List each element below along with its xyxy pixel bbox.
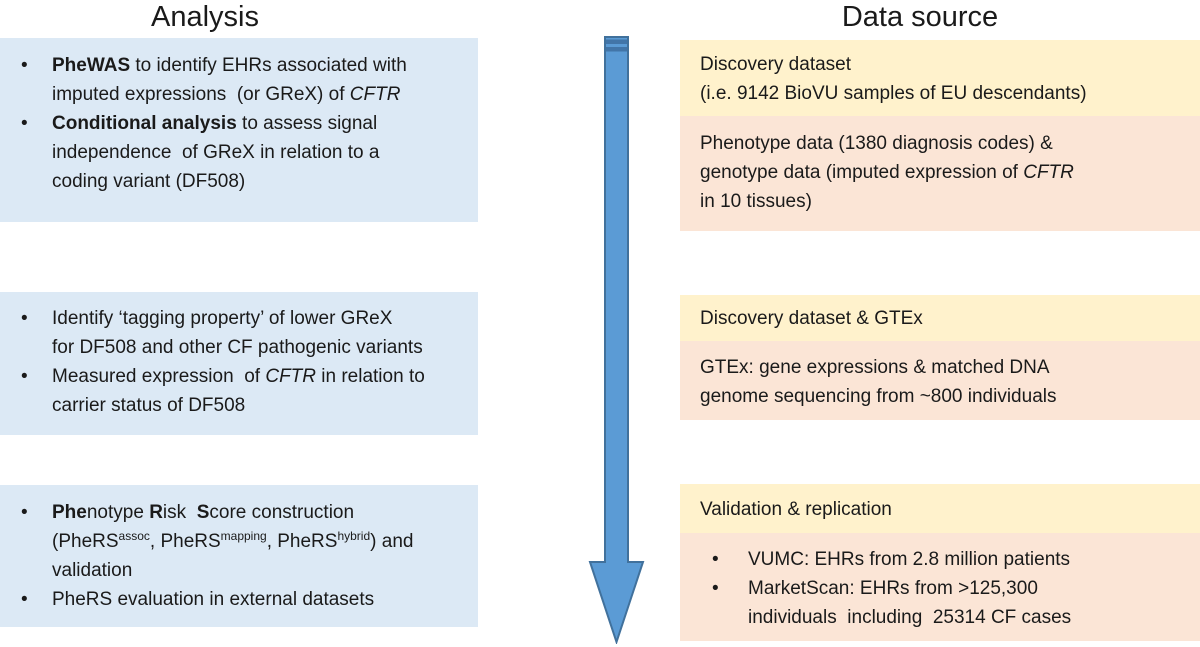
bullet-list: VUMC: EHRs from 2.8 million patients Mar…: [700, 545, 1190, 632]
section-header-text: Validation & replication: [700, 499, 892, 520]
source-header-validation-replication: Validation & replication: [680, 484, 1200, 533]
bullet-list: Phenotype Risk Score construction (PheRS…: [0, 498, 478, 614]
source-body-phenotype-genotype: Phenotype data (1380 diagnosis codes) & …: [680, 116, 1200, 231]
bullet-item: Conditional analysis to assess signal in…: [0, 109, 478, 196]
section-body-text: Phenotype data (1380 diagnosis codes) & …: [700, 133, 1074, 212]
bullet-list: PheWAS to identify EHRs associated with …: [0, 51, 478, 196]
bullet-item: PheWAS to identify EHRs associated with …: [0, 51, 478, 109]
section-header-text: Discovery dataset (i.e. 9142 BioVU sampl…: [700, 54, 1087, 104]
source-header-discovery-dataset: Discovery dataset (i.e. 9142 BioVU sampl…: [680, 40, 1200, 116]
source-body-gtex: GTEx: gene expressions & matched DNA gen…: [680, 341, 1200, 420]
analysis-box-phers: Phenotype Risk Score construction (PheRS…: [0, 485, 478, 627]
down-arrow-shape: [588, 36, 645, 644]
source-header-discovery-gtex: Discovery dataset & GTEx: [680, 295, 1200, 341]
data-source-column-title: Data source: [841, 1, 999, 33]
bullet-item: VUMC: EHRs from 2.8 million patients: [700, 545, 1190, 574]
down-arrow-icon: [588, 36, 645, 644]
bullet-item: PheRS evaluation in external datasets: [0, 585, 478, 614]
section-header-text: Discovery dataset & GTEx: [700, 308, 923, 329]
bullet-item: Phenotype Risk Score construction (PheRS…: [0, 498, 478, 585]
bullet-item: Identify ‘tagging property’ of lower GRe…: [0, 304, 478, 362]
analysis-column-title: Analysis: [151, 1, 259, 33]
arrow-top-stripe: [606, 47, 627, 52]
arrow-top-stripe: [606, 39, 627, 44]
analysis-box-phewas: PheWAS to identify EHRs associated with …: [0, 38, 478, 222]
bullet-list: Identify ‘tagging property’ of lower GRe…: [0, 304, 478, 420]
analysis-box-tagging-property: Identify ‘tagging property’ of lower GRe…: [0, 292, 478, 435]
section-body-text: GTEx: gene expressions & matched DNA gen…: [700, 357, 1057, 407]
bullet-item: MarketScan: EHRs from >125,300 individua…: [700, 574, 1190, 632]
bullet-item: Measured expression of CFTR in relation …: [0, 362, 478, 420]
source-body-validation-cohorts: VUMC: EHRs from 2.8 million patients Mar…: [680, 533, 1200, 641]
